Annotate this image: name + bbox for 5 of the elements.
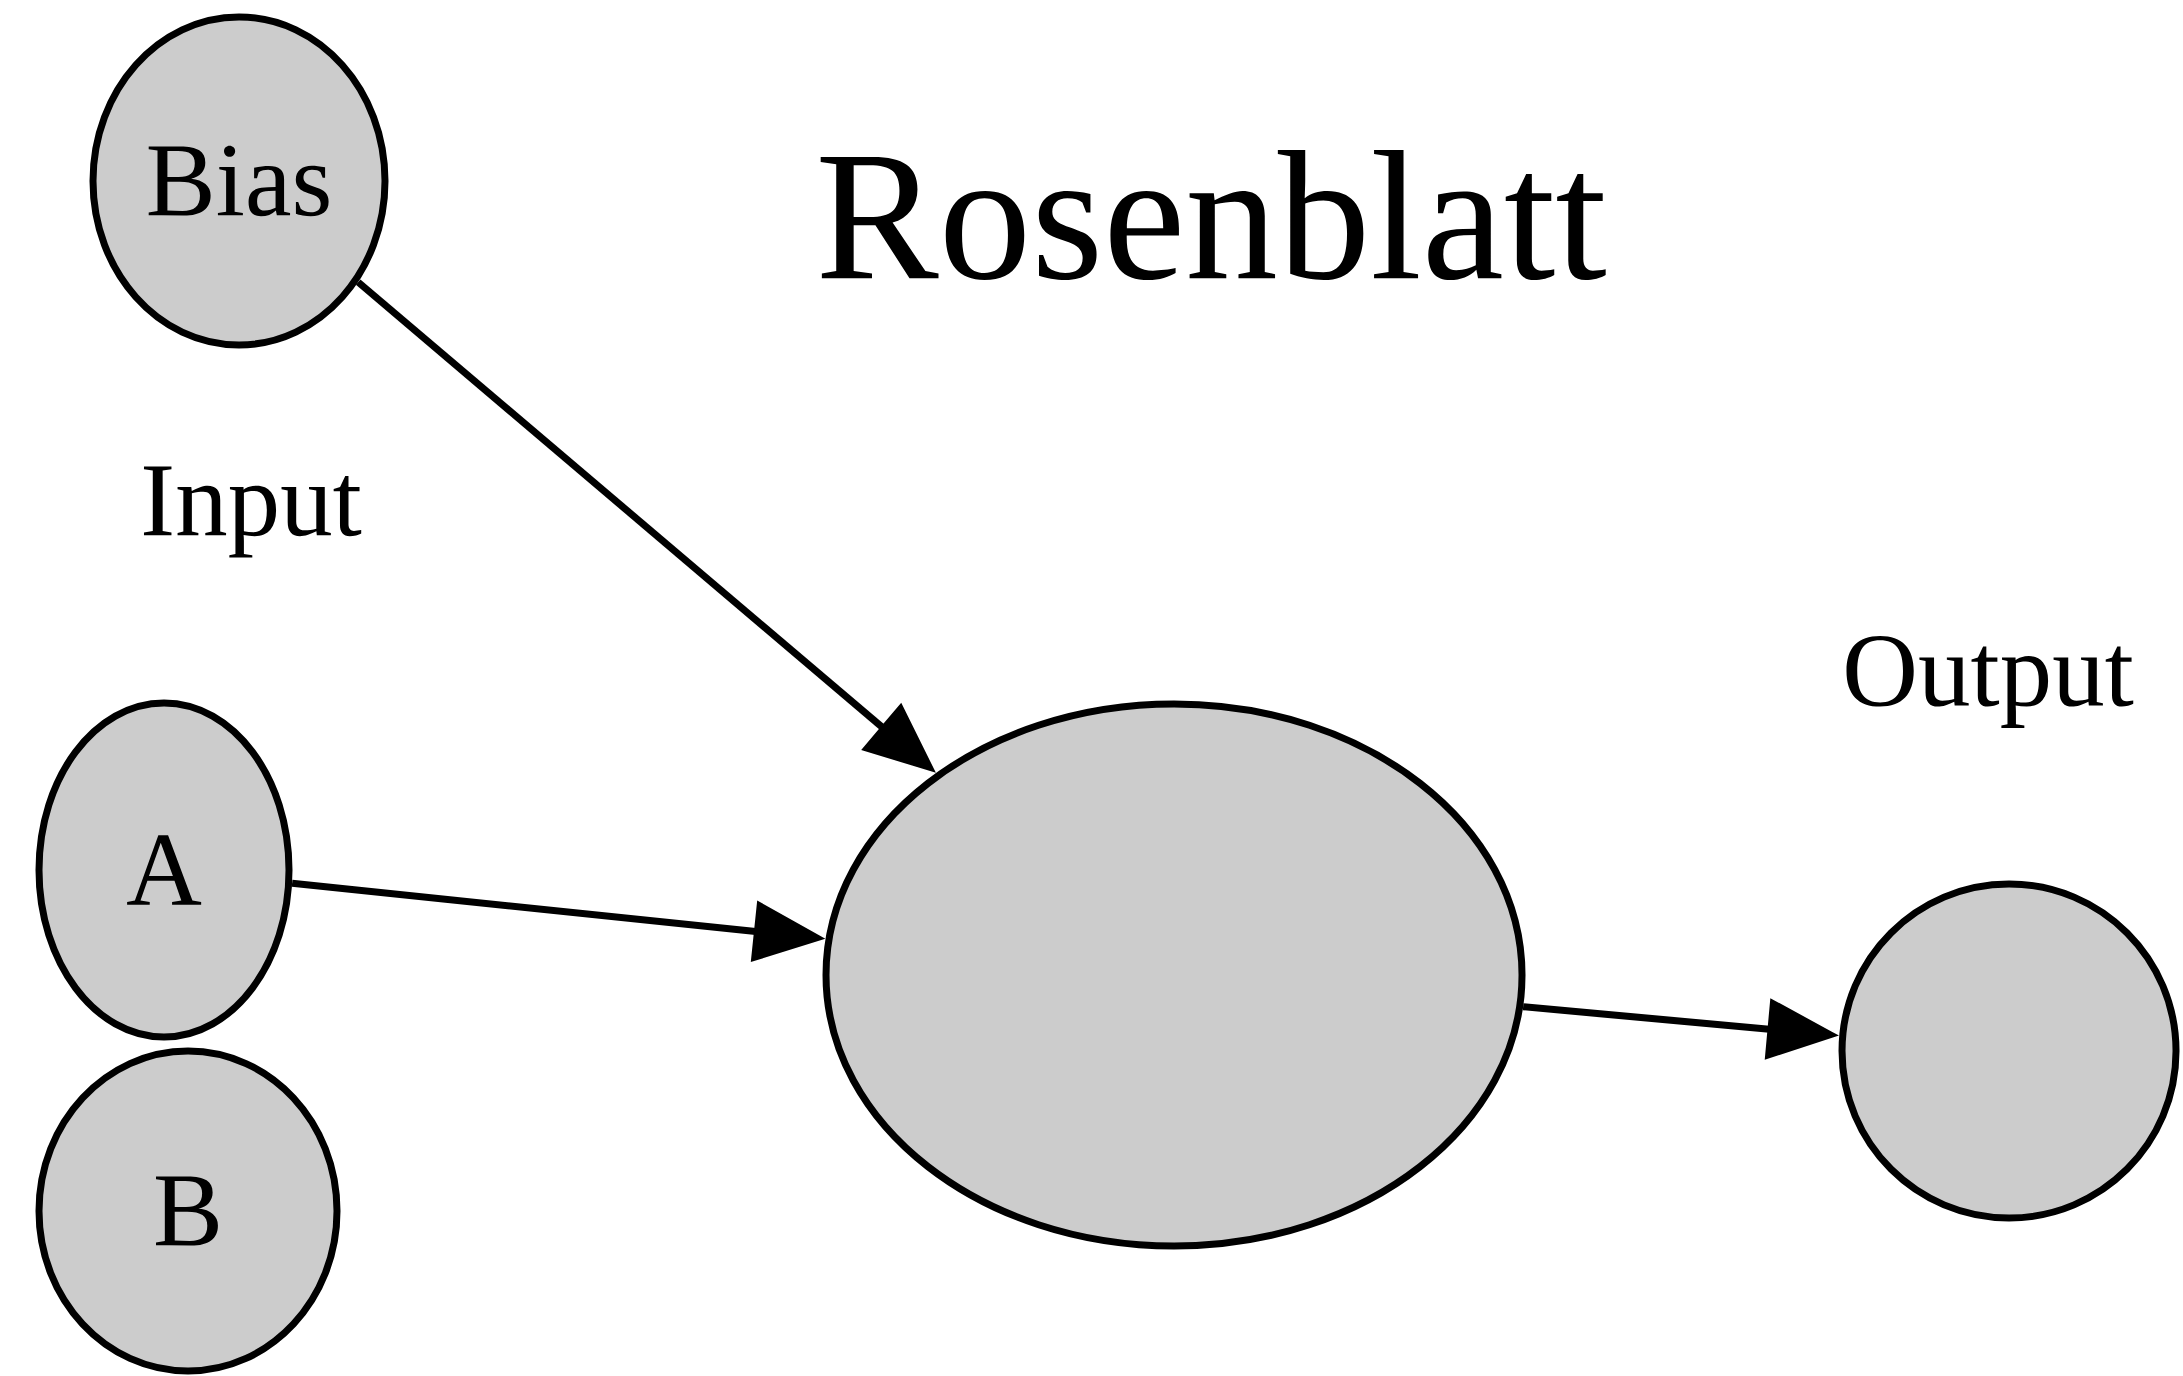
layer-label: Output (1846, 636, 2134, 728)
layer-label: Input (144, 466, 362, 558)
title: Rosenblatt (820, 149, 1606, 281)
output-circle (1838, 880, 2180, 1222)
neuron-ellipse (822, 700, 1526, 1250)
